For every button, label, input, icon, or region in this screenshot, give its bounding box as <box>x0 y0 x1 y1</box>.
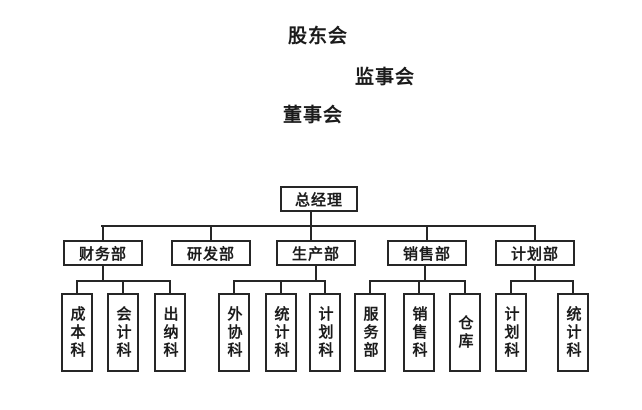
section-box-statistics-production: 统计科 <box>265 293 297 372</box>
connector-tick-warehouse <box>464 280 466 293</box>
connector-level2-bus <box>101 225 536 227</box>
dept-box-rnd: 研发部 <box>171 240 251 266</box>
section-label: 外协科 <box>225 305 243 360</box>
section-box-cashier: 出纳科 <box>154 293 186 372</box>
section-label: 成本科 <box>68 305 86 360</box>
section-label: 销售科 <box>410 305 428 360</box>
heading-directors: 董事会 <box>283 105 344 126</box>
section-label: 统计科 <box>272 305 290 360</box>
section-box-outsourcing: 外协科 <box>218 293 250 372</box>
connector-tick-sales <box>426 225 428 240</box>
section-box-accounting: 会计科 <box>107 293 139 372</box>
dept-box-production: 生产部 <box>276 240 356 266</box>
connector-tick-planning <box>534 225 536 240</box>
connector-tick-service <box>369 280 371 293</box>
connector-tick-sales-section <box>418 280 420 293</box>
section-box-service: 服务部 <box>354 293 386 372</box>
connector-tick-accounting <box>122 280 124 293</box>
section-label: 统计科 <box>564 305 582 360</box>
section-box-statistics-section: 统计科 <box>557 293 589 372</box>
connector-tick-statistics-section <box>572 280 574 293</box>
section-label: 服务部 <box>361 305 379 360</box>
connector-sales-drop <box>424 266 426 282</box>
connector-planning-drop <box>534 266 536 282</box>
connector-tick-cost <box>76 280 78 293</box>
heading-supervisors: 监事会 <box>355 67 416 88</box>
connector-tick-planning-production <box>324 280 326 293</box>
connector-planning-bus <box>510 280 574 282</box>
connector-tick-rnd <box>210 225 212 240</box>
section-box-planning-production: 计划科 <box>309 293 341 372</box>
section-label: 出纳科 <box>161 305 179 360</box>
dept-box-sales: 销售部 <box>387 240 467 266</box>
connector-tick-finance <box>102 225 104 240</box>
connector-production-drop <box>315 266 317 282</box>
section-box-cost: 成本科 <box>61 293 93 372</box>
section-label: 会计科 <box>114 305 132 360</box>
connector-tick-planning-section <box>510 280 512 293</box>
section-label: 计划科 <box>316 305 334 360</box>
section-label: 仓库 <box>456 314 474 351</box>
dept-box-planning: 计划部 <box>495 240 575 266</box>
connector-tick-statistics-production <box>280 280 282 293</box>
section-box-planning-section: 计划科 <box>495 293 527 372</box>
dept-box-finance: 财务部 <box>63 240 143 266</box>
connector-sales-bus <box>369 280 466 282</box>
section-label: 计划科 <box>502 305 520 360</box>
connector-tick-cashier <box>169 280 171 293</box>
section-box-warehouse: 仓库 <box>449 293 481 372</box>
heading-shareholders: 股东会 <box>288 26 349 47</box>
connector-finance-drop <box>102 266 104 282</box>
connector-production-bus <box>233 280 326 282</box>
org-box-general-manager: 总经理 <box>280 186 358 212</box>
connector-tick-outsourcing <box>233 280 235 293</box>
section-box-sales-section: 销售科 <box>403 293 435 372</box>
